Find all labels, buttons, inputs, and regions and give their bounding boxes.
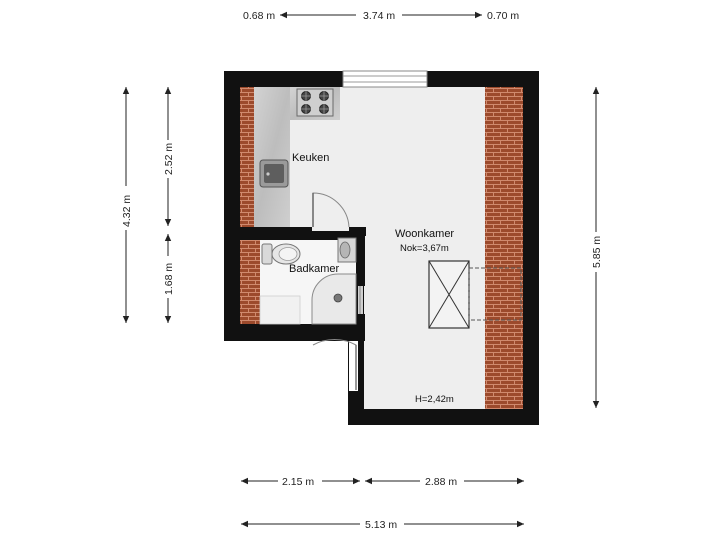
dim-bottom-total-label: 5.13 m bbox=[365, 519, 397, 531]
kitchen-counter bbox=[254, 87, 290, 227]
dim-right-label: 5.85 m bbox=[591, 236, 603, 268]
living-room: Woonkamer Nok=3,67m H=2,42m bbox=[395, 228, 522, 405]
living-room-ridge-height: Nok=3,67m bbox=[400, 243, 449, 254]
dimension-left-outer: 4.32 m bbox=[118, 87, 134, 323]
dim-top-right-label: 0.70 m bbox=[487, 10, 519, 22]
dimension-top: 0.68 m 3.74 m 0.70 m bbox=[243, 10, 519, 22]
dimension-right: 5.85 m bbox=[588, 87, 604, 408]
dim-bottom-left-label: 2.15 m bbox=[282, 476, 314, 488]
dimension-left-lower: 1.68 m bbox=[160, 234, 176, 323]
stove-icon bbox=[296, 88, 334, 117]
living-room-label: Woonkamer bbox=[395, 228, 454, 240]
kitchen-label: Keuken bbox=[292, 152, 329, 164]
washbasin-icon bbox=[337, 237, 357, 263]
dimension-bottom-total: 5.13 m bbox=[241, 517, 524, 531]
shower-icon bbox=[311, 273, 357, 325]
dim-left-lower-label: 1.68 m bbox=[163, 263, 175, 295]
kitchen-door[interactable] bbox=[312, 192, 350, 228]
toilet-icon bbox=[261, 243, 301, 265]
bathroom: Badkamer bbox=[259, 237, 363, 325]
kitchen: Keuken bbox=[254, 87, 350, 228]
dimension-bottom-right: 2.88 m bbox=[365, 474, 524, 488]
dim-bottom-right-label: 2.88 m bbox=[425, 476, 457, 488]
dim-top-left-label: 0.68 m bbox=[243, 10, 275, 22]
bathroom-label: Badkamer bbox=[289, 263, 339, 275]
skylight-icon bbox=[428, 260, 522, 329]
dimension-left-upper: 2.52 m bbox=[160, 87, 176, 226]
entrance-door[interactable] bbox=[312, 339, 358, 391]
interior-walls bbox=[240, 227, 366, 341]
dim-top-mid-label: 3.74 m bbox=[363, 10, 395, 22]
dim-left-outer-label: 4.32 m bbox=[121, 195, 133, 227]
dimension-bottom-left: 2.15 m bbox=[241, 474, 360, 488]
sink-icon bbox=[259, 159, 289, 188]
brick-walls bbox=[240, 87, 523, 409]
living-room-height: H=2,42m bbox=[415, 394, 454, 405]
top-windows bbox=[342, 70, 428, 88]
dim-left-upper-label: 2.52 m bbox=[163, 143, 175, 175]
bathroom-door[interactable] bbox=[358, 286, 363, 314]
